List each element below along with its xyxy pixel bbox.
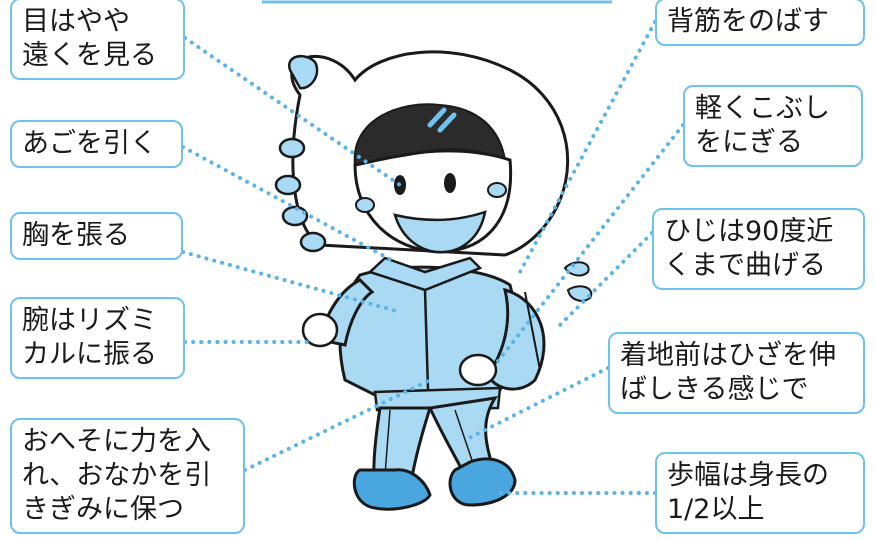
callout-stride-line2: 1/2以上	[667, 494, 765, 525]
callout-arms-line2: カルに振る	[22, 339, 157, 370]
callout-belly-line2: れ、おなかを引	[22, 460, 212, 491]
callout-knee-line1: 着地前はひざを伸	[620, 340, 836, 371]
left-cheek	[355, 197, 375, 213]
callout-stride: 歩幅は身長の 1/2以上	[655, 452, 865, 534]
callout-belly-line1: おへそに力を入	[22, 426, 211, 457]
callout-knee: 着地前はひざを伸 ばしきる感じで	[608, 332, 865, 414]
callout-belly: おへそに力を入 れ、おなかを引 きぎみに保つ	[10, 418, 245, 534]
callout-eyes-line1: 目はやや	[22, 6, 130, 37]
callout-belly-line3: きぎみに保つ	[22, 494, 184, 525]
sweat-drop-2	[566, 285, 593, 302]
mouth	[393, 210, 487, 254]
callout-chest-line1: 胸を張る	[22, 220, 130, 251]
raised-fist	[274, 137, 327, 253]
right-cheek	[487, 182, 507, 198]
hood-tip	[287, 54, 319, 90]
back-fist	[458, 353, 498, 387]
callout-chest: 胸を張る	[10, 212, 183, 260]
sweat-drop	[563, 261, 590, 277]
callout-elbow-line2: くまで曲げる	[664, 250, 826, 281]
callout-fist-line2: をにぎる	[695, 127, 803, 158]
hair-clip	[427, 107, 447, 128]
sleeve-stripe	[524, 291, 541, 371]
back-shoe	[448, 457, 517, 507]
callout-stride-line1: 歩幅は身長の	[667, 460, 829, 491]
callout-chin: あごを引く	[10, 120, 183, 168]
leader-lines	[181, 20, 685, 495]
callout-back-line1: 背筋をのばす	[667, 6, 829, 37]
callout-fist-line1: 軽くこぶし	[695, 93, 830, 124]
callout-elbow-line1: ひじは90度近	[664, 216, 834, 247]
callout-eyes-line2: 遠くを見る	[22, 40, 157, 71]
callout-chin-line1: あごを引く	[22, 128, 157, 159]
callout-fist: 軽くこぶし をにぎる	[683, 85, 863, 167]
front-fist	[301, 312, 339, 348]
callout-elbow: ひじは90度近 くまで曲げる	[652, 208, 865, 290]
right-eye	[444, 173, 456, 193]
callout-knee-line2: ばしきる感じで	[620, 374, 809, 405]
zipper	[423, 289, 430, 391]
front-shoe	[352, 468, 432, 511]
callout-arms: 腕はリズミ カルに振る	[10, 297, 185, 379]
callout-arms-line1: 腕はリズミ	[22, 305, 157, 336]
callout-eyes: 目はやや 遠くを見る	[10, 0, 185, 80]
hair-clip-2	[437, 112, 457, 133]
callout-back: 背筋をのばす	[655, 0, 865, 46]
